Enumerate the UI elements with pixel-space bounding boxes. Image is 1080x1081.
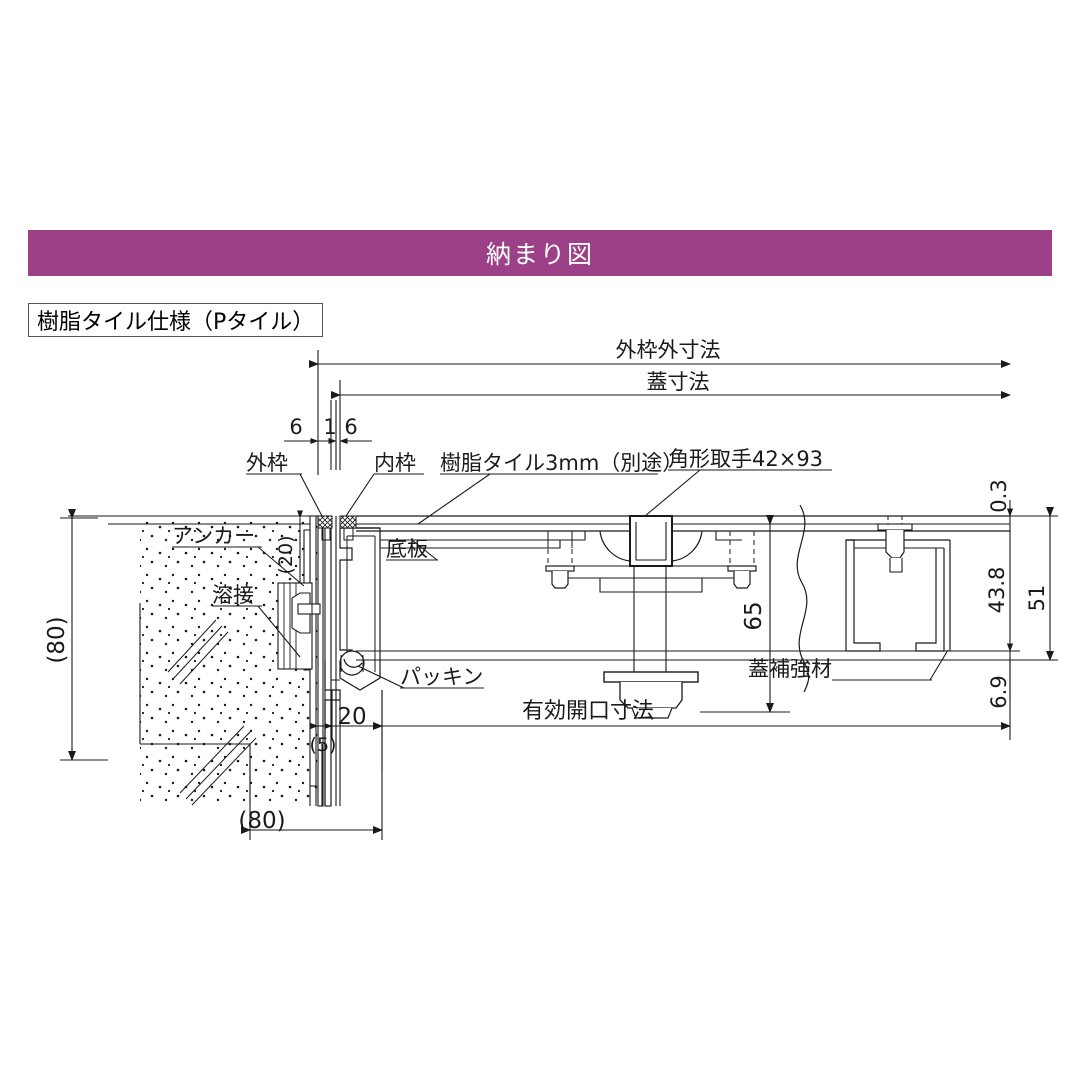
dimension-80-left [60, 509, 108, 761]
dimension-label-6-right: 6 [344, 415, 357, 439]
callout-label-packing: パッキン [400, 665, 483, 689]
dimension-65 [700, 515, 790, 713]
packing-detail [339, 650, 365, 676]
callout-label-outer-frame: 外枠 [246, 451, 288, 475]
anchor-assembly [277, 582, 321, 670]
dimension-label-lid: 蓋寸法 [647, 370, 710, 394]
dimension-label-65: 65 [741, 601, 767, 630]
lid-panel [356, 515, 1010, 661]
dimension-label-effective-opening: 有効開口寸法 [522, 699, 654, 724]
dimension-label-20-inner: (20) [275, 535, 297, 574]
callout-label-lid-reinforcement: 蓋補強材 [748, 657, 832, 681]
dimension-outer-frame-outer [309, 350, 1011, 475]
square-handle-assembly [559, 515, 743, 719]
lid-reinforcement [845, 516, 951, 652]
dimension-80-bottom [241, 760, 383, 840]
spec-label-box: 樹脂タイル仕様（Pタイル） [28, 303, 324, 337]
dimension-label-80-bottom: (80) [238, 808, 285, 834]
dimension-label-20-bottom: 20 [337, 704, 366, 730]
callout-label-base-plate: 底板 [386, 537, 428, 561]
dimension-label-6-9: 6.9 [987, 675, 1011, 708]
callout-label-square-handle: 角形取手42×93 [668, 447, 823, 471]
dimension-lid [331, 380, 1011, 470]
dimension-label-5-bottom: (5) [310, 734, 337, 756]
dimension-label-1: 1 [323, 415, 336, 439]
page-title: 納まり図 [485, 240, 594, 269]
spec-label-text: 樹脂タイル仕様（Pタイル） [37, 310, 315, 335]
callout-label-anchor: アンカー [172, 524, 255, 548]
lower-wall [309, 680, 383, 806]
section-header-bar: 納まり図 [28, 230, 1052, 276]
callout-underlines [172, 469, 932, 689]
dimension-label-0-3: 0.3 [987, 479, 1011, 512]
leader-lines [257, 469, 949, 689]
side-bolt-left [545, 531, 575, 589]
dimension-label-51: 51 [1025, 585, 1049, 612]
break-line [796, 504, 810, 693]
dimension-label-80-left: (80) [44, 616, 70, 663]
dimension-label-outer-frame-outer: 外枠外寸法 [616, 338, 721, 362]
dimension-small-6-1-6 [284, 400, 372, 470]
dimension-label-43-8: 43.8 [985, 567, 1009, 614]
callout-label-inner-frame: 内枠 [374, 451, 416, 475]
callout-label-weld: 溶接 [212, 583, 254, 607]
side-bolt-right [727, 531, 757, 589]
dimension-label-6-left: 6 [289, 415, 302, 439]
callout-label-resin-tile: 樹脂タイル3mm（別途） [440, 451, 683, 475]
